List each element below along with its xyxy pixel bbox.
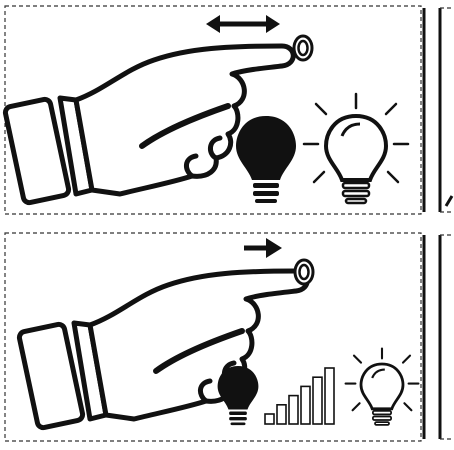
hand-icon [18, 271, 307, 429]
brightness-bar [265, 414, 274, 424]
wall-edge [424, 8, 454, 212]
bulb-on-icon [304, 94, 408, 203]
right-arrow-icon [244, 238, 282, 258]
wall-edge [424, 235, 454, 439]
bulb-off-icon [236, 116, 296, 203]
bulb-off-icon [218, 366, 259, 425]
brightness-bars-icon [265, 368, 334, 424]
panel-touch-switch-hold-dim [5, 233, 454, 441]
brightness-bar [301, 386, 310, 424]
touch-button-icon [294, 36, 312, 60]
brightness-bar [289, 396, 298, 424]
double-arrow-icon [206, 15, 280, 33]
brightness-bar [277, 405, 286, 424]
brightness-bar [313, 377, 322, 424]
touch-button-icon [295, 260, 313, 284]
panel-touch-switch-tap [4, 6, 454, 214]
bulb-on-icon [346, 349, 419, 425]
brightness-bar [325, 368, 334, 424]
